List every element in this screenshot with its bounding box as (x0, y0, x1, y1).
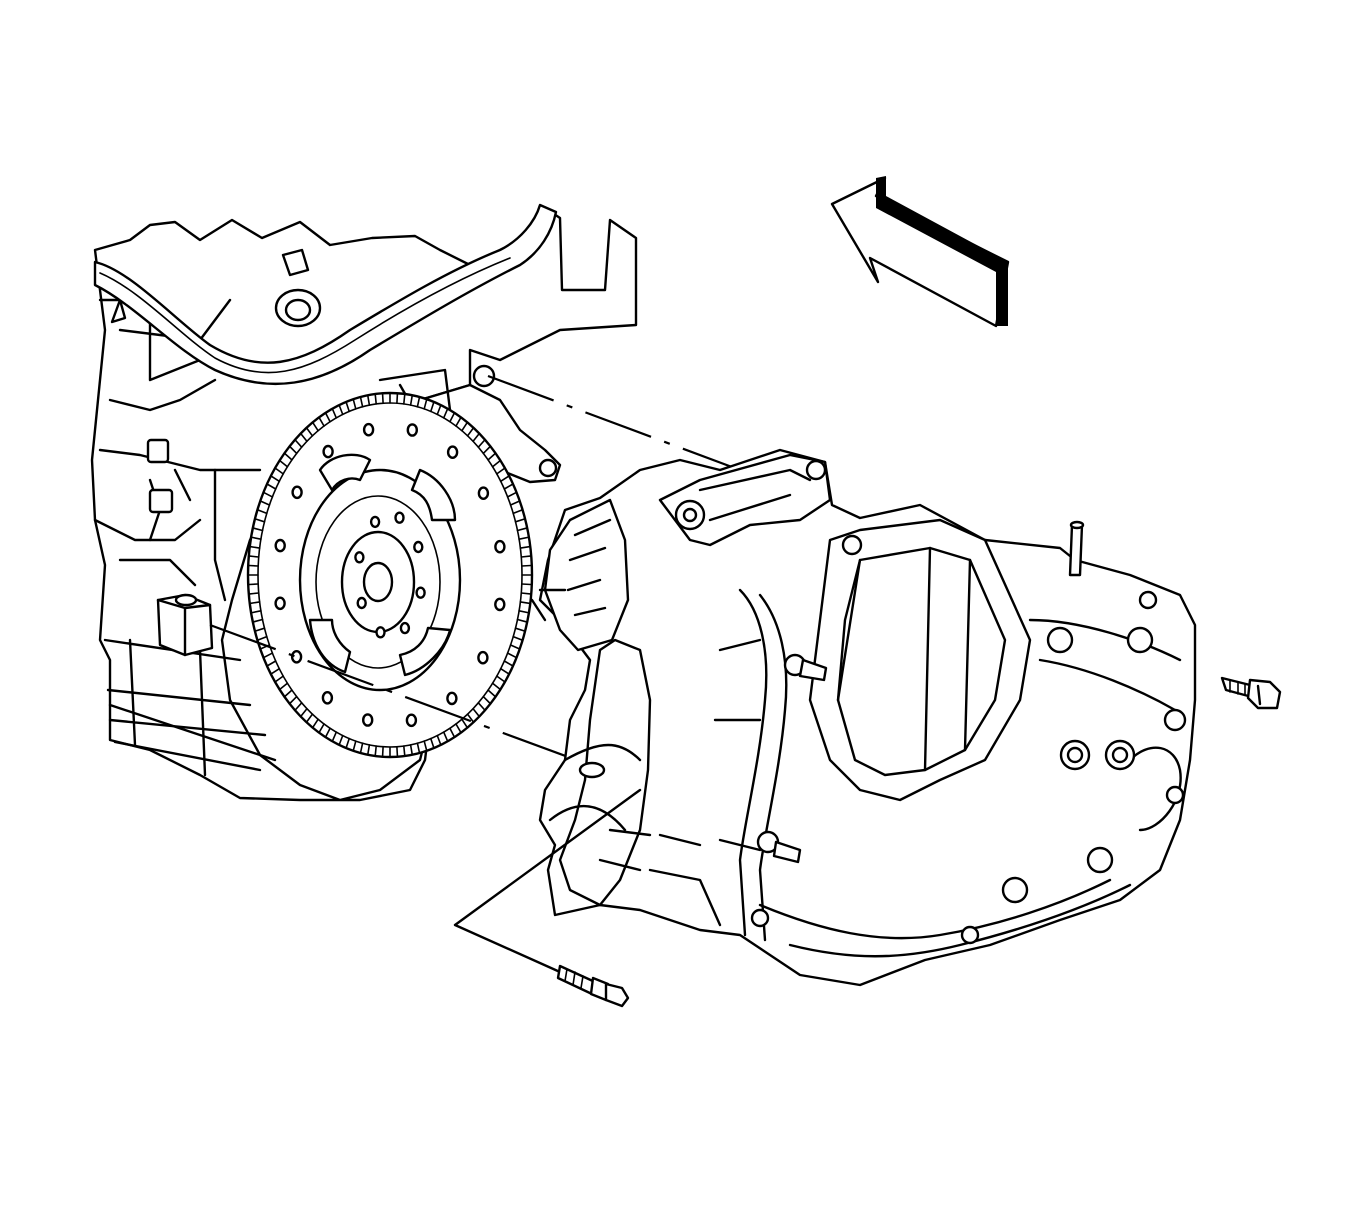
front-direction-arrow (830, 176, 1010, 328)
outer-balance-hole (406, 423, 418, 437)
outer-balance-hole (291, 485, 303, 500)
crank-bolt-hole (394, 511, 405, 524)
upper-bolt (1220, 676, 1282, 710)
flywheel-ring-gear-teeth (248, 393, 532, 757)
outer-balance-hole (494, 539, 506, 554)
flywheel (246, 391, 534, 759)
outer-balance-hole (477, 486, 490, 501)
outer-balance-hole (446, 445, 459, 460)
flywheel-holes (274, 422, 506, 728)
crank-bolt-hole (415, 586, 426, 599)
outer-balance-hole (362, 713, 374, 727)
outer-balance-hole (274, 538, 286, 553)
outer-balance-hole (362, 422, 375, 437)
outer-balance-hole (446, 691, 458, 706)
engine-block (90, 203, 638, 802)
crank-bolt-hole (356, 596, 367, 610)
crank-bolt-hole (375, 626, 386, 639)
crank-bolt-hole (399, 621, 411, 635)
crank-bolt-hole (369, 515, 381, 529)
outer-balance-hole (494, 597, 506, 612)
crank-bolt-hole (354, 551, 365, 564)
transaxle (530, 448, 1197, 987)
outer-balance-hole (321, 691, 334, 705)
outer-balance-hole (322, 444, 334, 459)
alignment-lines (209, 374, 741, 767)
outer-balance-hole (477, 650, 489, 665)
outer-balance-hole (274, 596, 286, 611)
outer-balance-hole (290, 650, 303, 664)
ring-gear-teeth (248, 393, 532, 757)
outer-balance-hole (405, 713, 418, 728)
crank-bolt-hole (413, 540, 424, 554)
lower-bolt (453, 788, 642, 1008)
